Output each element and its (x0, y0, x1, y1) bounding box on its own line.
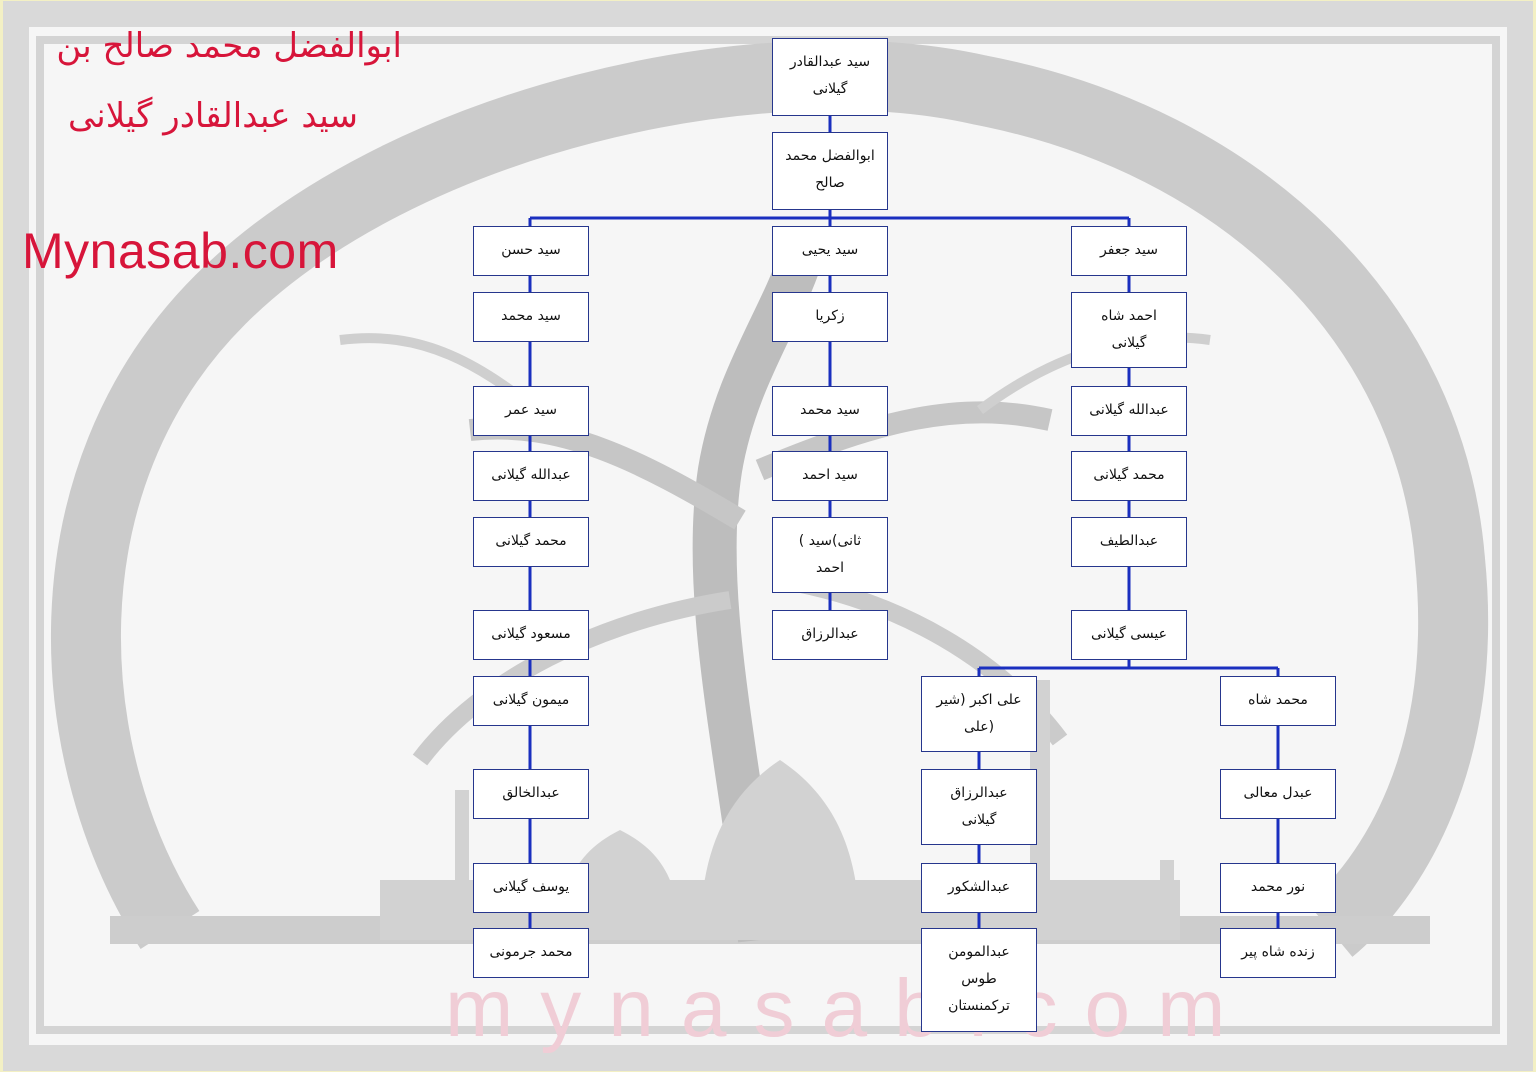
brand-logo-text: Mynasab.com (22, 223, 339, 279)
node-yahya-0: سید یحیی (772, 226, 888, 276)
chart-title-line-2: سید عبدالقادر گیلانی (67, 96, 358, 136)
node-root: سید عبدالقادر گیلانی (772, 38, 888, 116)
node-hasan-7: عبدالخالق (473, 769, 589, 819)
node-mshah-3: زنده شاه پیر (1220, 928, 1336, 978)
watermark-text: mynasab.com (445, 963, 1253, 1054)
node-hasan-0: سید حسن (473, 226, 589, 276)
node-hasan-3: عبدالله گیلانی (473, 451, 589, 501)
node-jafar-4: عبدالطیف (1071, 517, 1187, 567)
node-jafar-0: سید جعفر (1071, 226, 1187, 276)
node-yahya-2: سید محمد (772, 386, 888, 436)
node-mshah-0: محمد شاه (1220, 676, 1336, 726)
node-son: ابوالفضل محمد صالح (772, 132, 888, 210)
chart-title-line-1: ابوالفضل محمد صالح بن (56, 26, 402, 66)
node-hasan-9: محمد جرمونی (473, 928, 589, 978)
node-mshah-2: نور محمد (1220, 863, 1336, 913)
node-mshah-1: عبدل معالی (1220, 769, 1336, 819)
node-aliakbar-2: عبدالشکور (921, 863, 1037, 913)
node-aliakbar-0: علی اکبر (شیر (علی (921, 676, 1037, 752)
node-yahya-4: ثانی)سید ) احمد (772, 517, 888, 593)
node-jafar-2: عبدالله گیلانی (1071, 386, 1187, 436)
node-yahya-5: عبدالرزاق (772, 610, 888, 660)
node-yahya-1: زکریا (772, 292, 888, 342)
node-hasan-5: مسعود گیلانی (473, 610, 589, 660)
node-jafar-1: احمد شاه گیلانی (1071, 292, 1187, 368)
node-aliakbar-3: عبدالمومن طوس ترکمنستان (921, 928, 1037, 1032)
node-jafar-5: عیسی گیلانی (1071, 610, 1187, 660)
node-aliakbar-1: عبدالرزاق گیلانی (921, 769, 1037, 845)
node-jafar-3: محمد گیلانی (1071, 451, 1187, 501)
node-hasan-8: یوسف گیلانی (473, 863, 589, 913)
node-hasan-4: محمد گیلانی (473, 517, 589, 567)
node-yahya-3: سید احمد (772, 451, 888, 501)
node-hasan-2: سید عمر (473, 386, 589, 436)
node-hasan-1: سید محمد (473, 292, 589, 342)
node-hasan-6: میمون گیلانی (473, 676, 589, 726)
